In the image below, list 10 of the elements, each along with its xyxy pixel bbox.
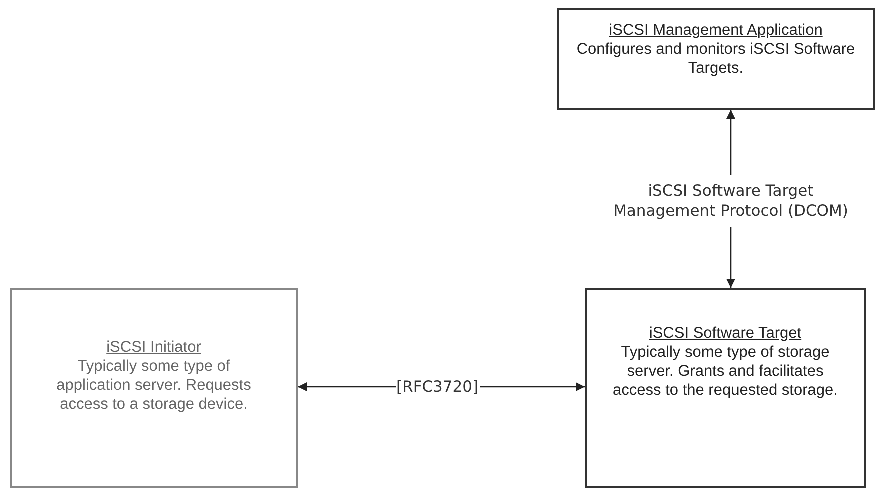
- process-box: [585, 288, 866, 488]
- process-box: [557, 8, 875, 110]
- box-description: Typically some type of application server. Requests access to a storage device.: [56, 357, 252, 414]
- box-heading: iSCSI Software Target: [649, 324, 802, 343]
- box-description: Configures and monitors iSCSI Software Targets.: [576, 40, 856, 78]
- edge-label: [RFC3720]: [396, 377, 480, 397]
- box-heading: iSCSI Initiator: [106, 338, 202, 357]
- box-description: Typically some type of storage server. Grants and facilitates access to the requested storage.: [612, 343, 839, 400]
- box-heading: iSCSI Management Application: [609, 21, 823, 40]
- process-box: [10, 288, 298, 488]
